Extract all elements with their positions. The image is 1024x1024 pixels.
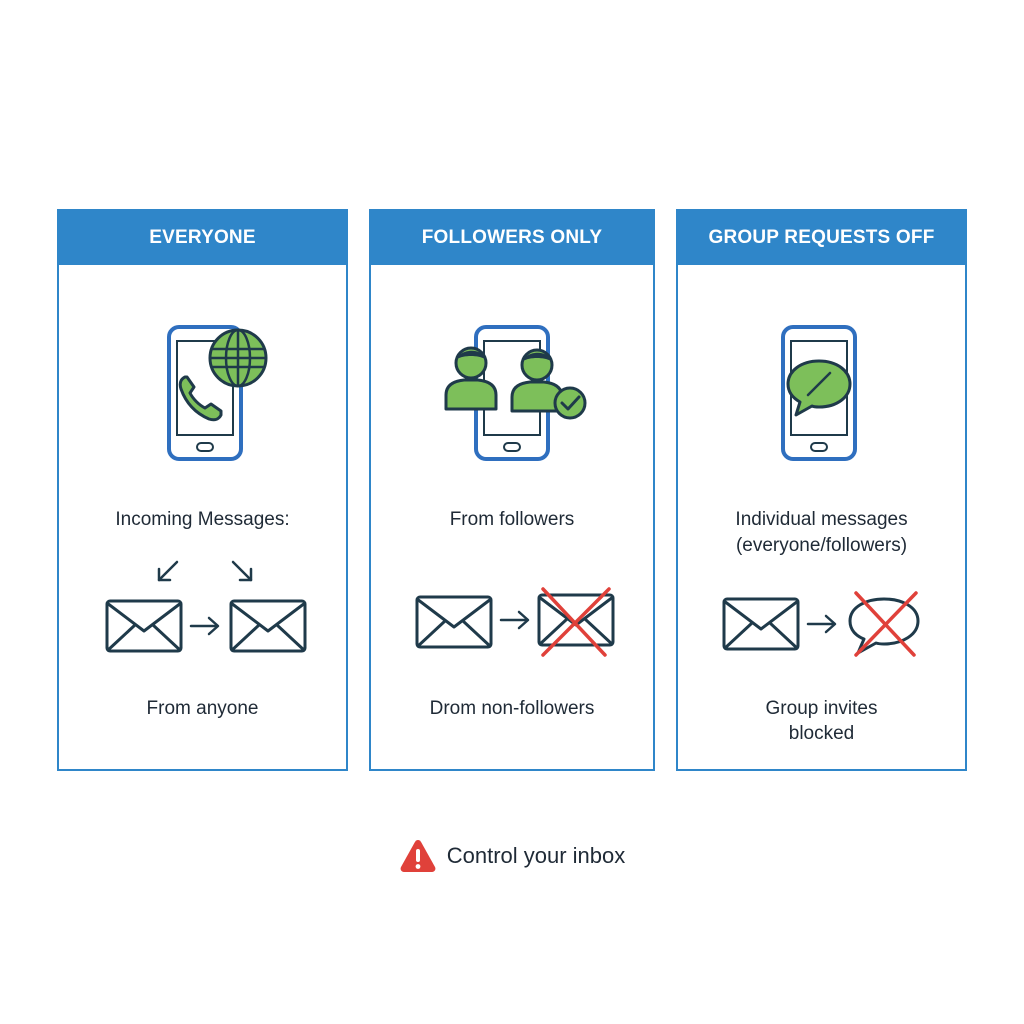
call-icon bbox=[178, 375, 223, 422]
panel-result: From anyone bbox=[146, 698, 259, 719]
panel-title: GROUP REQUESTS OFF bbox=[678, 211, 965, 265]
panel-caption: From followers bbox=[449, 509, 575, 530]
panel-result: Drom non-followers bbox=[429, 698, 595, 719]
panel-title: EVERYONE bbox=[59, 211, 346, 265]
envelope-icon bbox=[415, 595, 493, 649]
blocked-envelope-icon bbox=[537, 587, 615, 657]
envelope-icon bbox=[722, 597, 800, 651]
envelope-icon bbox=[105, 599, 183, 653]
arrow-right-icon bbox=[499, 610, 530, 630]
panel-caption: Incoming Messages: bbox=[115, 509, 290, 530]
arrow-in-right-icon bbox=[231, 560, 253, 582]
panel-result-line1: Group invites bbox=[765, 698, 878, 719]
arrow-right-icon bbox=[806, 614, 837, 634]
verified-user-icon bbox=[510, 348, 587, 420]
panel-caption-line1: Individual messages bbox=[735, 509, 908, 530]
panel-everyone: EVERYONE Incoming Messages: bbox=[57, 209, 348, 771]
panel-group-requests-off: GROUP REQUESTS OFF Individual messages (… bbox=[676, 209, 967, 771]
envelope-icon bbox=[229, 599, 307, 653]
user-icon bbox=[444, 346, 498, 411]
chat-bubble-icon bbox=[786, 359, 852, 417]
panel-result-line2: blocked bbox=[788, 723, 855, 744]
globe-icon bbox=[208, 328, 268, 388]
arrow-right-icon bbox=[189, 616, 220, 636]
blocked-chat-icon bbox=[848, 591, 920, 657]
footer: Control your inbox bbox=[0, 838, 1024, 874]
panel-title: FOLLOWERS ONLY bbox=[371, 211, 653, 265]
panel-followers-only: FOLLOWERS ONLY From followers Drom non-f… bbox=[369, 209, 655, 771]
arrow-in-left-icon bbox=[157, 560, 179, 582]
footer-text: Control your inbox bbox=[446, 843, 626, 868]
warning-icon bbox=[400, 840, 436, 872]
panel-caption-line2: (everyone/followers) bbox=[735, 535, 908, 556]
